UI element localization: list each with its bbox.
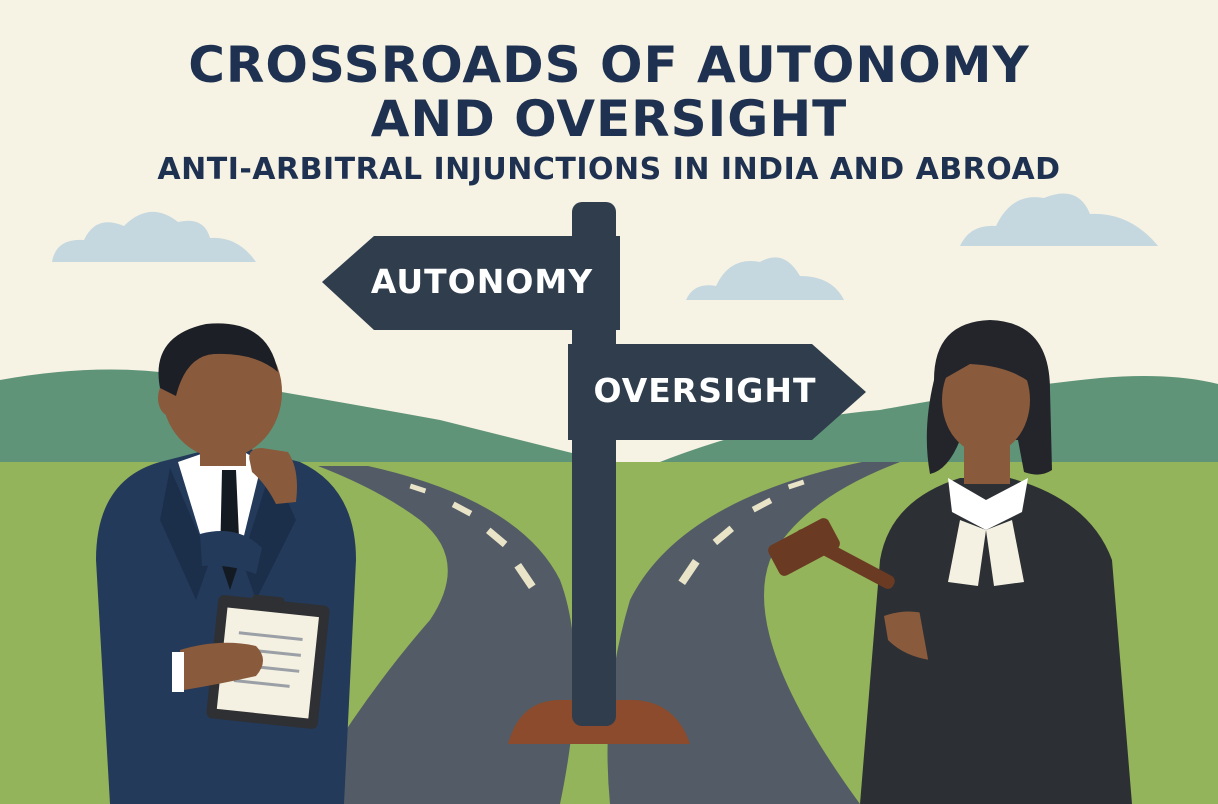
clipboard-icon: [206, 594, 330, 729]
road-right: [607, 462, 900, 804]
gavel-icon: [768, 518, 895, 589]
road-left: [300, 466, 575, 804]
sign-autonomy: [322, 236, 620, 330]
businessman: [96, 323, 356, 804]
hill-left: [0, 369, 600, 470]
sign-oversight: [568, 344, 866, 440]
cloud-icon: [960, 193, 1158, 246]
lane-markings: [409, 479, 805, 590]
sign-oversight-label: OVERSIGHT: [593, 371, 817, 410]
sign-autonomy-label: AUTONOMY: [370, 262, 594, 301]
signpost-icon: [322, 202, 866, 744]
cloud-icon: [52, 211, 256, 262]
cloud-icon: [686, 257, 844, 300]
page-title-line-2: AND OVERSIGHT: [370, 90, 848, 148]
judge: [768, 320, 1132, 804]
page-title-line-1: CROSSROADS OF AUTONOMY: [188, 36, 1030, 94]
page-subtitle: ANTI-ARBITRAL INJUNCTIONS IN INDIA AND A…: [157, 152, 1061, 187]
